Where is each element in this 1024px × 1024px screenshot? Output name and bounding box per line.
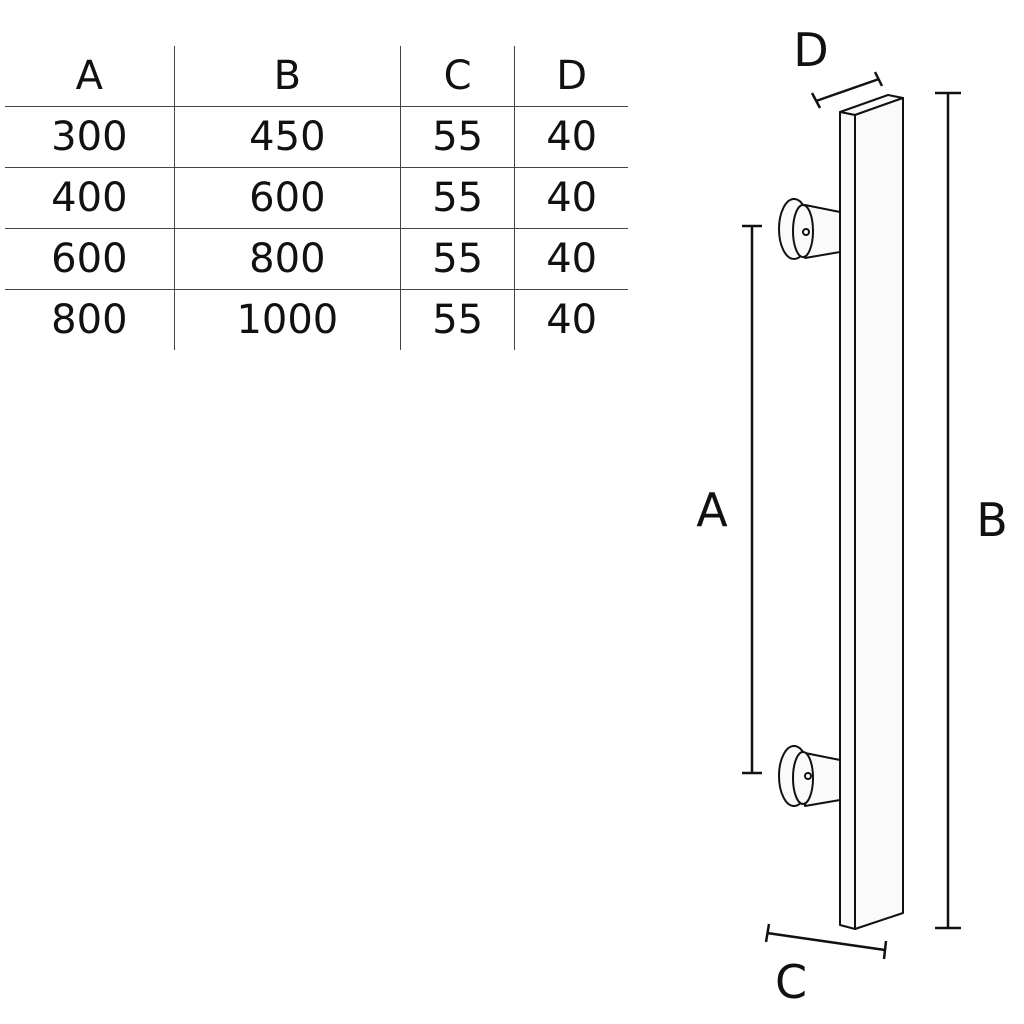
handle-bar <box>839 94 904 930</box>
table-cell-a: 800 <box>5 289 175 350</box>
dimension-b-line <box>935 91 961 930</box>
label-d: D <box>793 23 828 77</box>
table-cell-d: 40 <box>514 289 628 350</box>
header-b: B <box>173 46 401 107</box>
table-header-row: A B C D <box>5 46 628 107</box>
label-c: C <box>775 955 807 1009</box>
table-cell-d: 40 <box>514 106 628 168</box>
header-d: D <box>514 46 628 107</box>
label-a: A <box>696 483 728 537</box>
table-cell-d: 40 <box>514 167 628 229</box>
header-c: C <box>400 46 515 107</box>
table-cell-a: 400 <box>5 167 175 229</box>
table-cell-b: 800 <box>173 228 401 290</box>
table-cell-a: 600 <box>5 228 175 290</box>
table-cell-b: 1000 <box>173 289 401 350</box>
top-standoff <box>778 198 841 260</box>
label-b: B <box>976 493 1008 547</box>
table-cell-c: 55 <box>400 106 515 168</box>
table-cell-d: 40 <box>514 228 628 290</box>
table-cell-b: 600 <box>173 167 401 229</box>
table-cell-c: 55 <box>400 228 515 290</box>
dimension-a-line <box>742 224 762 775</box>
header-a: A <box>75 53 104 99</box>
table-cell-a: 300 <box>5 106 175 168</box>
table-cell-b: 450 <box>173 106 401 168</box>
table-cell-c: 55 <box>400 289 515 350</box>
dimension-d-line <box>810 71 884 109</box>
table-cell-c: 55 <box>400 167 515 229</box>
dimension-c-line <box>764 923 888 960</box>
bottom-standoff <box>778 745 841 807</box>
